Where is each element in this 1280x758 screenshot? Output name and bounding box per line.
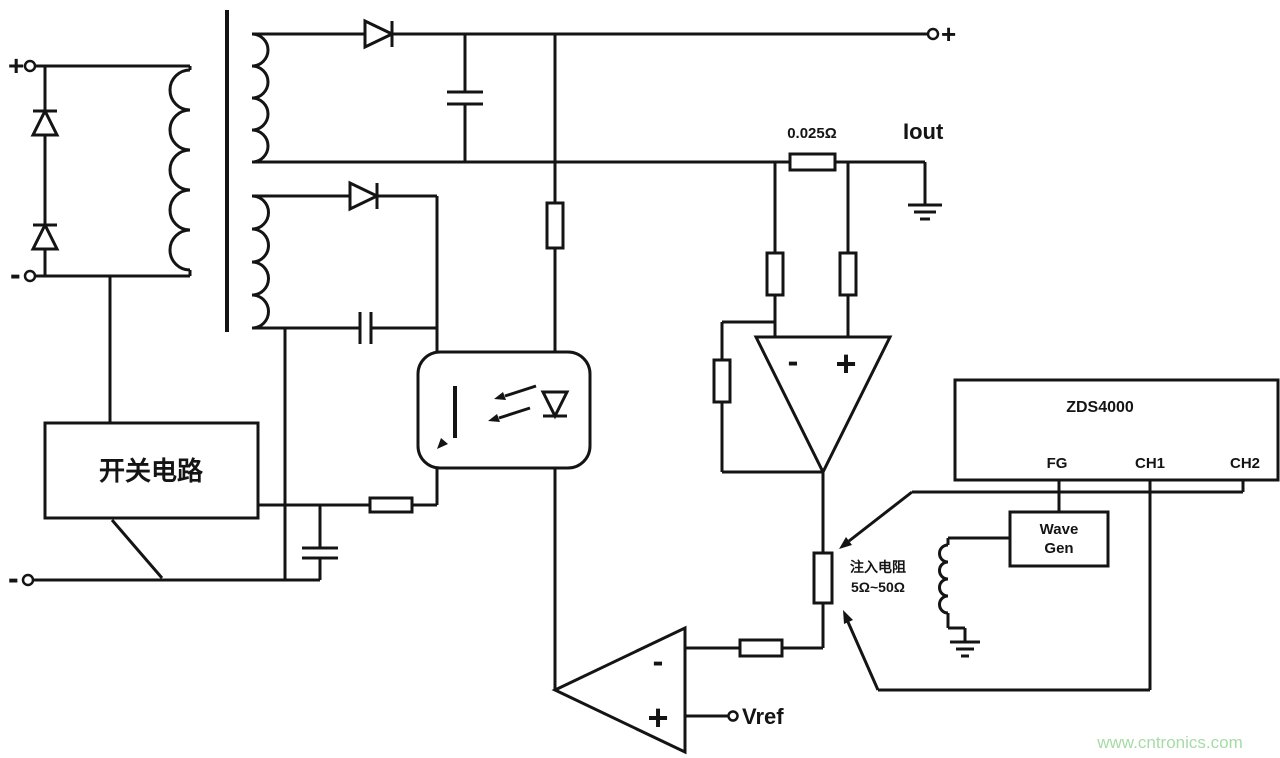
sense-resistor-right [838,251,858,297]
main-transformer [168,10,270,332]
ch2-arrowhead [839,537,852,549]
injection-resistor [812,551,834,605]
input-diode-1 [30,107,60,137]
aux-series-capacitor [358,312,373,344]
wavegen-wire [946,536,1010,642]
error-amp-plus-label: + [647,697,668,738]
bottom-minus-label: - [8,560,19,596]
opto-emitter-resistor [368,496,414,514]
output-filter-capacitor [447,90,483,106]
iout-label: Iout [903,119,944,144]
shunt-value-label: 0.025Ω [787,125,837,142]
input-minus-terminal: - [10,256,37,292]
switch-diagonal [110,519,164,579]
ch1-probe-wire [846,480,1152,692]
watermark: www.cntronics.com [1096,733,1242,752]
input-plus-terminal: + [8,50,37,81]
aux-rectifier-diode [348,180,381,212]
shunt-resistor [788,152,837,172]
injection-label-line2: 5Ω~50Ω [851,579,905,595]
bottom-minus-terminal: - [8,560,35,596]
scope-model-label: ZDS4000 [1066,399,1134,416]
wave-gen-block: Wave Gen [1008,510,1110,568]
error-amp-minus-label: - [653,643,664,679]
aux-top-wire [252,194,439,328]
input-plus-wire [35,64,192,70]
sense-amp-minus-label: - [788,343,799,379]
injection-label-line1: 注入电阻 [850,559,906,575]
error-amplifier: - + [551,625,687,755]
input-diode-2 [30,221,60,251]
injection-winding [938,543,949,615]
error-input-resistor [738,638,784,658]
ch1-arrowhead [843,610,853,624]
current-sense-opamp: - + [753,335,893,476]
output-rectifier-diode [363,18,396,50]
opto-led [540,390,570,420]
switch-circuit-label: 开关电路 [99,456,204,486]
scope-ch2-label: CH2 [1230,455,1260,472]
vref-label: Vref [742,704,784,729]
ch2-probe-wire [848,480,1245,543]
output-plus-terminal: + [926,19,956,49]
sense-feedback-resistor [712,358,732,404]
output-mid-rail [252,160,927,205]
wires [33,32,1245,718]
optocoupler [416,350,592,470]
sense-amp-plus-label: + [835,343,856,384]
input-plus-label: + [8,50,24,81]
injection-ground [950,640,980,658]
input-minus-label: - [10,256,21,292]
output-plus-label: + [941,19,956,49]
oscilloscope-block: ZDS4000 FG CH1 CH2 [953,378,1280,482]
wavegen-label-line2: Gen [1044,540,1073,557]
light-arrows [488,384,537,422]
primary-winding [168,68,191,272]
sense-resistor-left [765,251,785,297]
wavegen-label-line1: Wave [1040,521,1079,538]
switch-circuit-block: 开关电路 [43,421,260,520]
injection-path-wire [685,472,825,650]
aux-winding [251,194,270,330]
scope-fg-label: FG [1047,455,1068,472]
injection-transformer [938,543,949,615]
scope-ch1-label: CH1 [1135,455,1165,472]
sense-feedback-wire [720,320,823,474]
feedback-resistor [545,201,565,250]
input-minus-wire [35,270,192,278]
vref-terminal: Vref [727,704,784,729]
emitter-arrowhead [437,438,448,449]
bottom-capacitor [302,546,338,560]
shunt-ground [908,203,942,221]
secondary-winding [251,32,270,164]
optocoupler-outline [416,350,592,470]
